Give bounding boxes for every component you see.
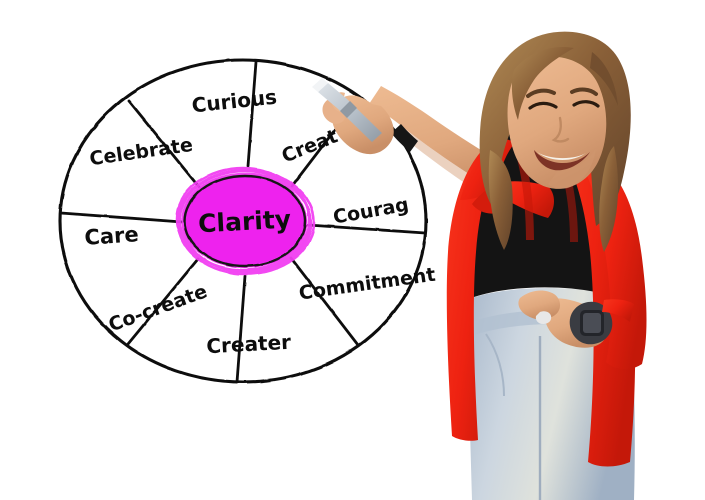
wheel-spoke-6 <box>126 257 200 346</box>
head <box>479 31 631 252</box>
wheel-outer-rim <box>58 58 428 384</box>
wheel-spoke-1 <box>246 60 258 168</box>
wheel-spoke-4 <box>289 256 360 347</box>
lowered-hand <box>518 290 634 348</box>
finger-ring-icon <box>535 311 552 324</box>
wrist-hairtie-icon <box>391 124 418 152</box>
wheel-spoke-3 <box>306 223 427 235</box>
wristwatch-icon <box>569 301 613 345</box>
wheel-spoke-5 <box>235 274 247 384</box>
wheel-spoke-7 <box>59 211 184 224</box>
clarity-hub <box>175 166 316 276</box>
wheel-spoke-8 <box>127 99 201 189</box>
whiteboard-marker-icon <box>312 78 382 142</box>
